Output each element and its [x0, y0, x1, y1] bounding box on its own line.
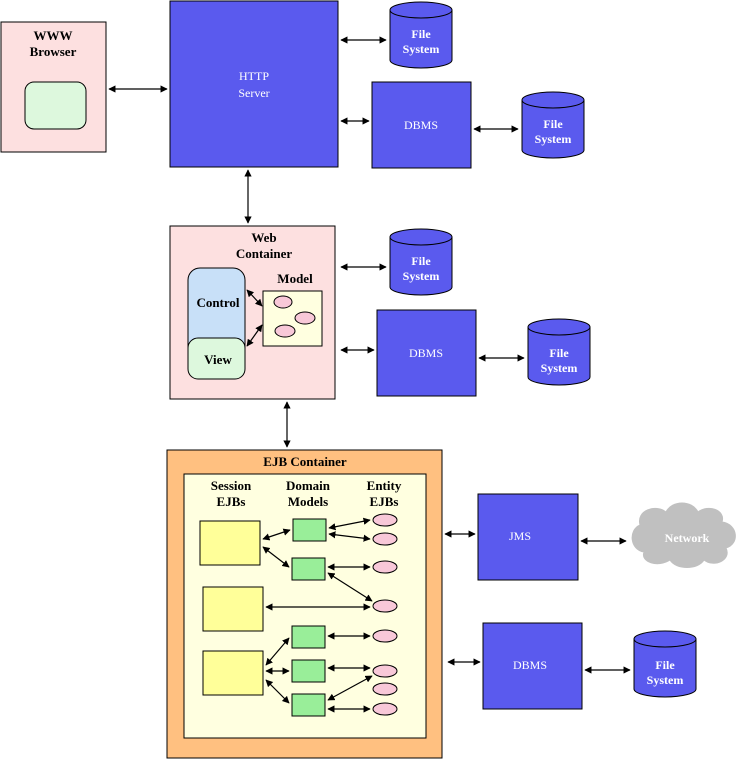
domain-model — [291, 693, 326, 717]
browser-window — [24, 81, 87, 130]
entity-ejb — [372, 513, 398, 527]
jms-box: JMS — [477, 493, 579, 581]
control-label: Control — [196, 295, 239, 310]
browser-title-line1: WWW — [34, 28, 73, 43]
file-system-cylinder: File System — [527, 318, 591, 386]
model-label: Model — [277, 271, 313, 286]
domain-header-line2: Models — [288, 494, 328, 509]
domain-model — [292, 518, 327, 542]
session-domain-connector — [262, 528, 291, 541]
file-system-line1: File — [411, 27, 431, 41]
file-system-line1: File — [411, 254, 431, 268]
session-ejb — [202, 650, 264, 696]
view-model-connector — [246, 324, 263, 347]
web-container: Web Container Control View Model — [169, 225, 336, 400]
jms-label: JMS — [509, 529, 531, 543]
browser-title-line2: Browser — [30, 44, 77, 59]
network-cloud: Network — [631, 502, 736, 568]
file-system-cylinder: File System — [633, 630, 697, 698]
ejb-container-title: EJB Container — [263, 454, 347, 469]
entity-ejb — [372, 702, 398, 716]
session-header-line2: EJBs — [217, 494, 246, 509]
entity-ejb — [372, 560, 398, 574]
model-object — [273, 295, 293, 309]
domain-entity-connector — [327, 675, 373, 701]
network-label: Network — [665, 531, 710, 545]
entity-ejb — [372, 682, 398, 696]
domain-model — [291, 625, 326, 649]
entity-ejb — [372, 629, 398, 643]
file-system-cylinder: File System — [521, 91, 585, 159]
file-system-line1: File — [549, 346, 569, 360]
dbms-label: DBMS — [513, 658, 547, 672]
domain-entity-connector — [328, 531, 371, 542]
control-model-connector — [246, 289, 263, 307]
file-system-cylinder: File System — [389, 1, 453, 69]
domain-model — [291, 659, 326, 683]
session-ejb — [199, 520, 261, 566]
session-header-line1: Session — [211, 478, 252, 493]
dbms-label: DBMS — [404, 118, 438, 132]
session-domain-connector — [262, 546, 290, 568]
file-system-line2: System — [535, 132, 572, 146]
model-object — [294, 311, 316, 325]
entity-header-line1: Entity — [367, 478, 402, 493]
file-system-line1: File — [543, 117, 563, 131]
domain-entity-connector — [327, 572, 373, 602]
http-server-line2: Server — [238, 86, 269, 100]
file-system-cylinder: File System — [389, 228, 453, 296]
domain-model — [291, 557, 326, 581]
session-domain-connector — [265, 637, 290, 666]
dbms-box: DBMS — [482, 622, 583, 710]
view-component — [187, 337, 246, 380]
ejb-container: EJB Container Session EJBs Domain Models… — [166, 449, 443, 759]
http-server: HTTP Server — [169, 0, 339, 168]
domain-entity-connector — [328, 517, 371, 531]
session-ejb — [202, 586, 264, 632]
www-browser: WWW Browser — [0, 21, 107, 153]
web-container-line1: Web — [251, 230, 276, 245]
model-object — [274, 324, 296, 338]
file-system-line2: System — [647, 673, 684, 687]
entity-ejb — [372, 599, 398, 613]
http-server-line1: HTTP — [239, 69, 269, 83]
session-domain-connector — [265, 679, 290, 704]
dbms-box: DBMS — [371, 81, 472, 169]
file-system-line2: System — [541, 361, 578, 375]
file-system-line1: File — [655, 658, 675, 672]
file-system-line2: System — [403, 269, 440, 283]
domain-header-line1: Domain — [286, 478, 331, 493]
dbms-box: DBMS — [376, 309, 477, 397]
view-label: View — [204, 352, 232, 367]
file-system-line2: System — [403, 42, 440, 56]
entity-ejb — [372, 664, 398, 678]
entity-ejb — [372, 532, 398, 546]
entity-header-line2: EJBs — [370, 494, 399, 509]
web-container-line2: Container — [236, 246, 293, 261]
dbms-label: DBMS — [409, 346, 443, 360]
